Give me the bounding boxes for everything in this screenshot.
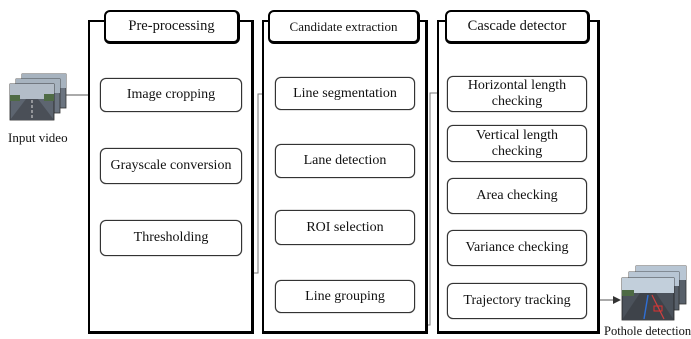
input-video-label: Input video — [8, 130, 68, 145]
roi-selection-node: ROI selection — [275, 210, 415, 245]
trajectory-tracking-node: Trajectory tracking — [447, 283, 587, 319]
preprocessing-header: Pre-processing — [104, 10, 240, 44]
pothole-detection-label: Pothole detection — [604, 324, 691, 338]
image-cropping-node: Image cropping — [100, 78, 242, 112]
input-frame-front — [9, 83, 55, 121]
lane-detection-node: Lane detection — [275, 144, 415, 178]
candidate-extraction-header: Candidate extraction — [268, 10, 420, 44]
cascade-detector-header: Cascade detector — [445, 10, 590, 44]
vertical-length-checking-node: Vertical length checking — [447, 125, 587, 162]
cascade-detector-panel — [437, 20, 600, 334]
line-grouping-node: Line grouping — [275, 280, 415, 313]
variance-checking-node: Variance checking — [447, 230, 587, 266]
grayscale-conversion-node: Grayscale conversion — [100, 148, 242, 184]
thresholding-node: Thresholding — [100, 220, 242, 256]
output-frame-front — [621, 277, 675, 321]
line-segmentation-node: Line segmentation — [275, 77, 415, 110]
horizontal-length-checking-node: Horizontal length checking — [447, 76, 587, 112]
area-checking-node: Area checking — [447, 178, 587, 214]
